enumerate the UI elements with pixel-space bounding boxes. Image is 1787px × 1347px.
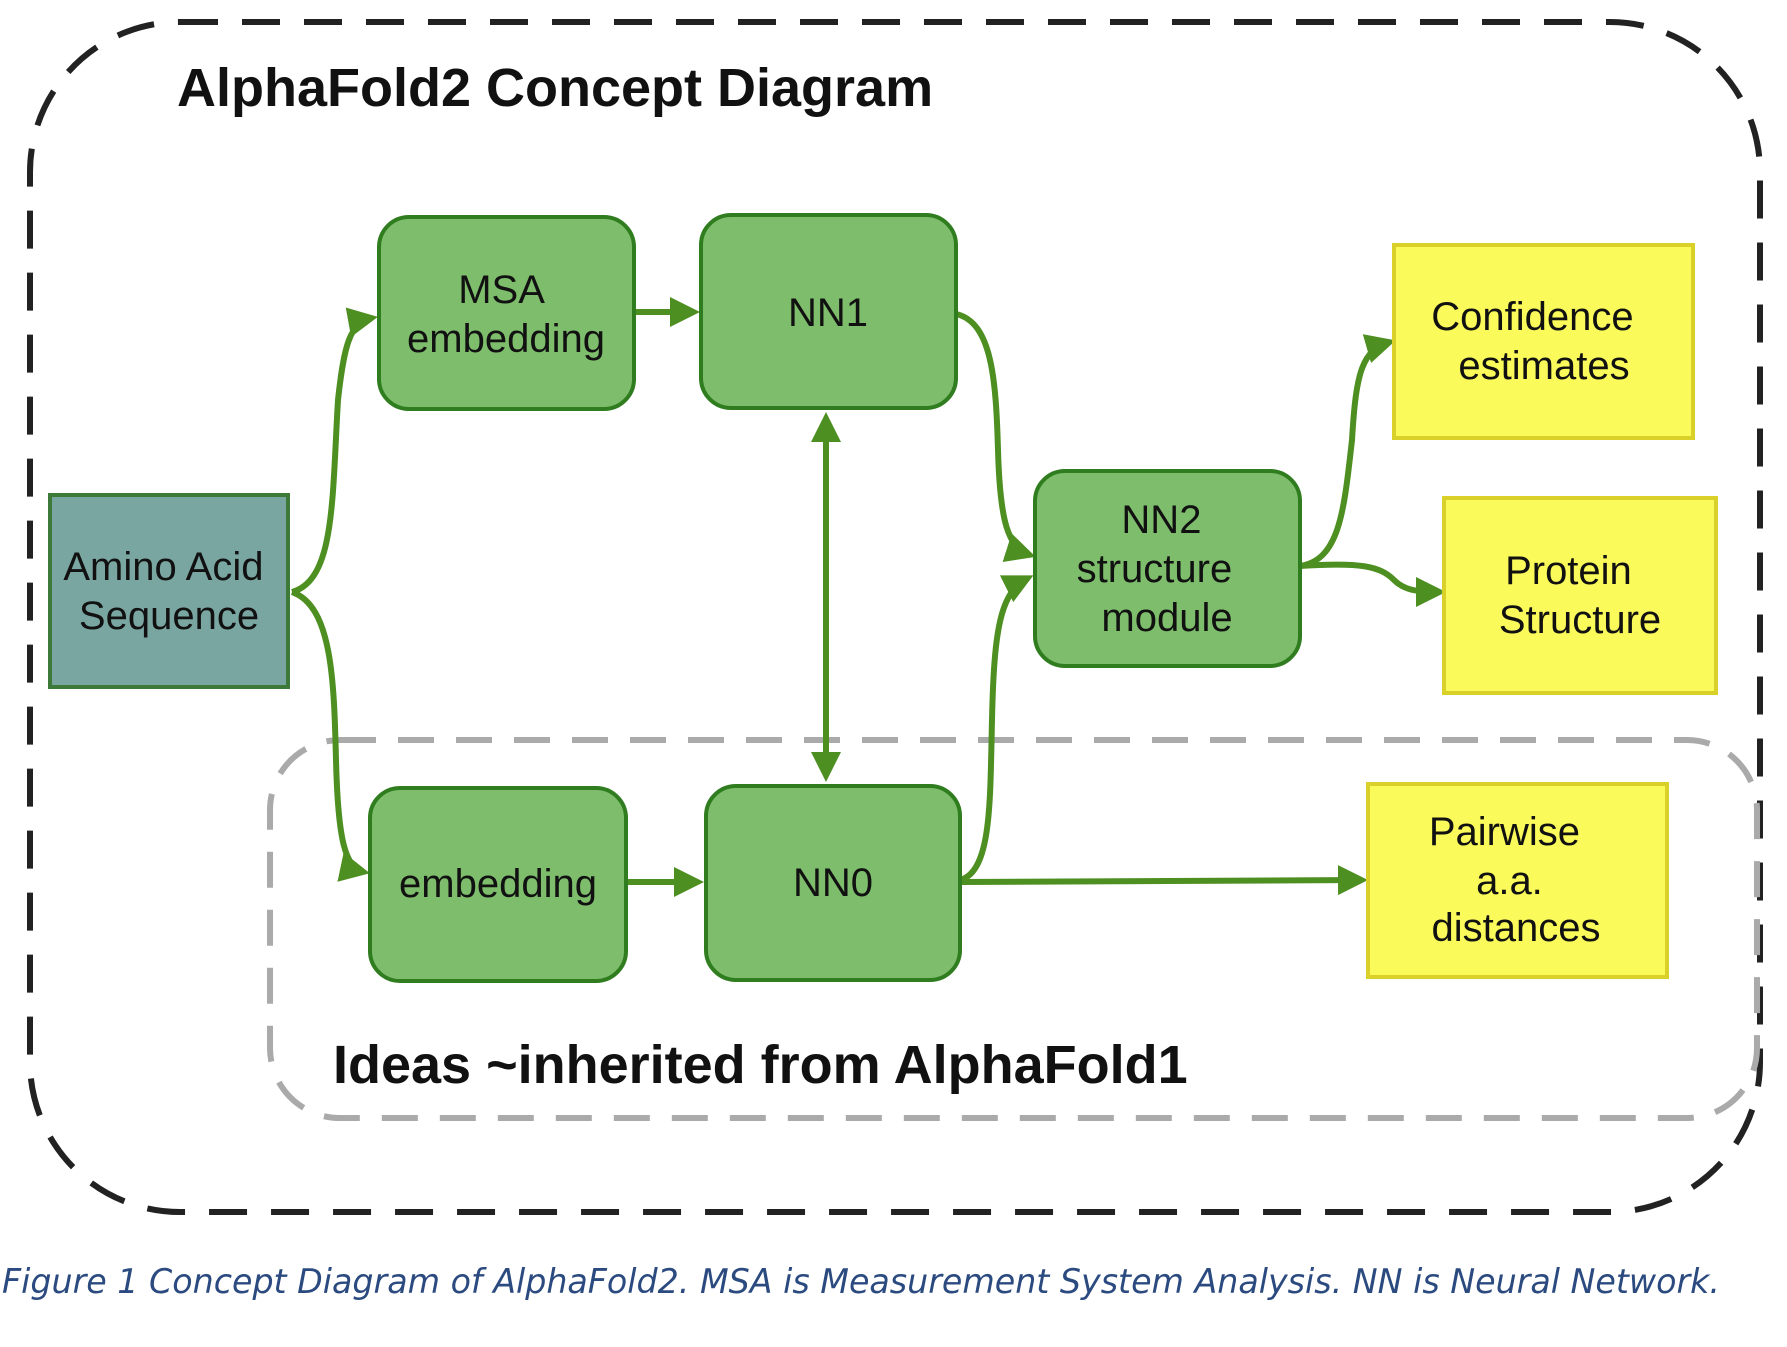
node-nn0-box [704, 784, 962, 982]
edge-nn1-to-nn2 [955, 311, 1036, 562]
node-pairwise-line-1: Pairwise [1429, 810, 1580, 854]
figure-caption: Figure 1 Concept Diagram of AlphaFold2. … [2, 1262, 1720, 1302]
nodes: Amino Acid Sequence MSA embedding NN1 em… [48, 213, 1718, 983]
node-protein-structure: Protein Structure [1442, 496, 1718, 695]
node-pairwise-box [1366, 782, 1669, 979]
node-msa-embedding-box [377, 215, 636, 411]
alphafold1-group-boundary [267, 737, 1760, 1121]
svg-text:Amino Acid Sequence: Amino Acid Sequence [63, 545, 274, 638]
svg-text:Pairwise a.a.: Pairwise a.a. distances [1429, 810, 1601, 950]
node-amino-line-2: Sequence [79, 594, 259, 638]
node-embedding-box [368, 786, 628, 983]
node-nn1: NN1 [699, 213, 958, 410]
node-nn2-line-2: structure [1077, 547, 1233, 591]
node-msa-line-1: MSA [458, 268, 545, 312]
svg-text:NN1: NN1 [788, 291, 868, 335]
edge-amino-to-embedding [290, 589, 370, 882]
node-protein-line-1: Protein [1505, 549, 1632, 593]
svg-text:embedding: embedding [399, 862, 597, 906]
node-pairwise-line-2: a.a. [1476, 859, 1543, 903]
node-amino-acid-sequence-box [48, 493, 290, 689]
node-nn1-line-1: NN1 [788, 291, 868, 335]
node-nn2-line-3: module [1101, 596, 1232, 640]
node-embedding: embedding [368, 786, 628, 983]
node-nn0: NN0 [704, 784, 962, 982]
node-nn1-box [699, 213, 958, 410]
node-msa-embedding: MSA embedding [377, 215, 636, 411]
edge-nn0-to-nn2 [958, 575, 1034, 883]
edge-nn2-to-confidence [1299, 334, 1396, 569]
svg-text:MSA embedding: MSA embedding [407, 268, 605, 361]
node-pairwise-line-3: distances [1432, 906, 1601, 950]
node-amino-acid-sequence: Amino Acid Sequence [48, 493, 290, 689]
edge-nn2-to-protein [1299, 561, 1446, 607]
svg-text:NN0: NN0 [793, 861, 873, 905]
svg-text:Confidence estimates: Confidence estimates [1431, 295, 1645, 388]
svg-text:NN2 structure: NN2 structure module [1077, 498, 1244, 640]
node-confidence-line-1: Confidence [1431, 295, 1633, 339]
node-confidence-box [1392, 243, 1695, 440]
edges [290, 297, 1446, 897]
node-msa-line-2: embedding [407, 317, 605, 361]
node-protein-line-2: Structure [1499, 598, 1661, 642]
svg-text:Protein Structure: Protein Structure [1499, 549, 1661, 642]
node-embedding-line-1: embedding [399, 862, 597, 906]
node-confidence-estimates: Confidence estimates [1392, 243, 1695, 440]
edge-amino-to-msa [290, 307, 378, 595]
node-protein-box [1442, 496, 1718, 695]
outer-boundary [27, 19, 1763, 1215]
node-amino-line-1: Amino Acid [63, 545, 263, 589]
node-confidence-line-2: estimates [1458, 344, 1629, 388]
diagram-title: AlphaFold2 Concept Diagram [177, 58, 933, 118]
node-nn2-structure-module: NN2 structure module [1033, 469, 1302, 668]
node-nn2-line-1: NN2 [1121, 498, 1201, 542]
node-pairwise-distances: Pairwise a.a. distances [1366, 782, 1669, 979]
node-nn2-box [1033, 469, 1302, 668]
edge-nn0-to-pairwise [961, 865, 1368, 896]
group-label: Ideas ~inherited from AlphaFold1 [333, 1035, 1188, 1095]
node-nn0-line-1: NN0 [793, 861, 873, 905]
